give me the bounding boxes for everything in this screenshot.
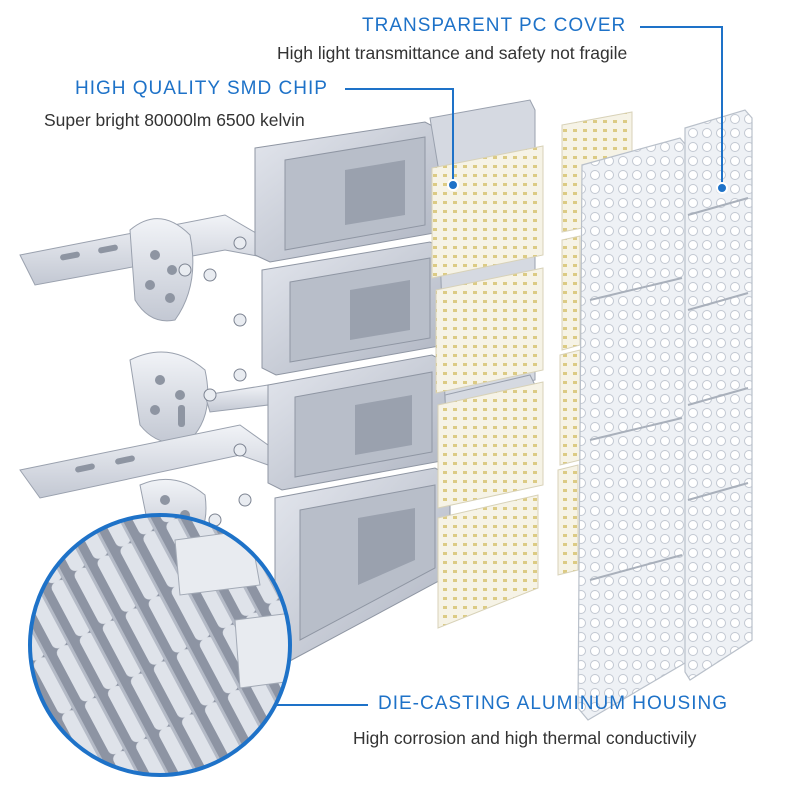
pc-cover-dot	[716, 182, 728, 194]
smd-chip-dot	[447, 179, 459, 191]
smd-chip-title: HIGH QUALITY SMD CHIP	[75, 78, 328, 99]
aluminum-housing-stack	[254, 121, 451, 663]
mounting-bracket-upper	[19, 214, 269, 322]
mounting-bracket-middle	[129, 351, 269, 444]
led-board-far-3	[559, 349, 581, 466]
smd-chip-leader	[345, 88, 454, 185]
housing-description: High corrosion and high thermal conducti…	[353, 728, 697, 748]
led-board-far-4	[557, 464, 579, 576]
pc-cover-description: High light transmittance and safety not …	[277, 43, 628, 63]
pc-cover-title: TRANSPARENT PC COVER	[362, 15, 627, 36]
housing-title: DIE-CASTING ALUMINUM HOUSING	[378, 693, 728, 714]
pc-lens-covers	[577, 109, 753, 721]
housing-module-1	[254, 121, 441, 263]
led-board-4	[437, 494, 539, 629]
smd-chip-description: Super bright 80000lm 6500 kelvin	[44, 110, 305, 130]
bolt-set	[178, 236, 252, 527]
lens-cover-right	[684, 109, 753, 681]
led-board-1	[431, 145, 544, 279]
led-board-far-2	[561, 235, 581, 351]
housing-module-2	[261, 241, 446, 376]
led-board-3	[437, 381, 544, 509]
pc-cover-leader	[640, 26, 723, 188]
housing-module-3	[267, 354, 448, 491]
heatsink-zoom-circle	[28, 513, 292, 777]
led-board-2	[435, 267, 544, 394]
smd-led-boards	[431, 111, 633, 629]
housing-module-4	[274, 467, 451, 663]
